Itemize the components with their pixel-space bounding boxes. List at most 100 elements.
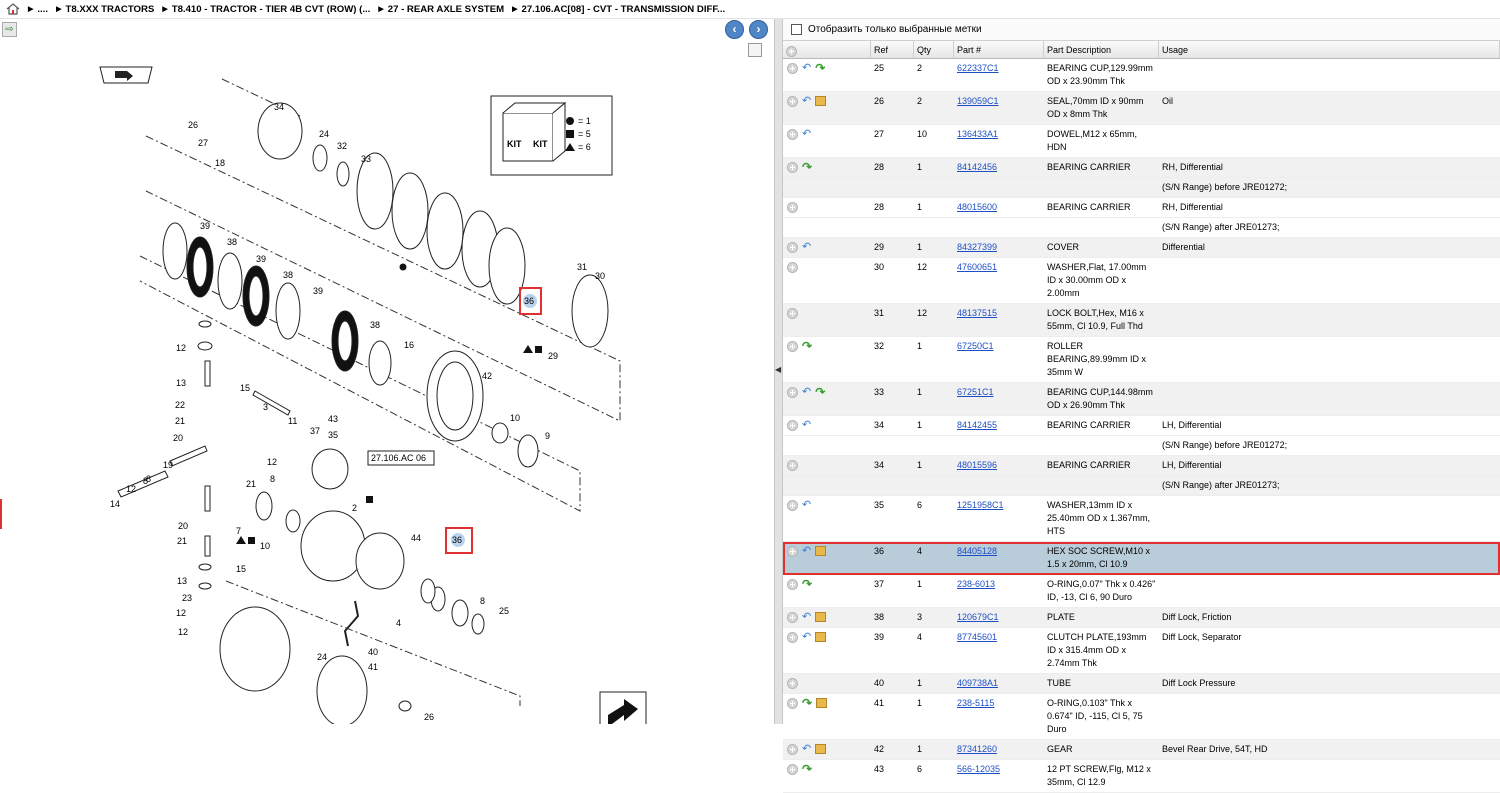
add-to-cart-icon[interactable] xyxy=(787,460,798,471)
replacement-icon[interactable]: ↶ xyxy=(802,386,812,398)
part-number-link[interactable]: 622337C1 xyxy=(957,63,999,73)
callout-15[interactable]: 15 xyxy=(240,383,250,393)
part-number-link[interactable]: 238-6013 xyxy=(957,579,996,589)
callout-20[interactable]: 20 xyxy=(173,433,183,443)
callout-16[interactable]: 16 xyxy=(404,340,414,350)
callout-26[interactable]: 26 xyxy=(424,712,434,722)
substitute-icon[interactable]: ↷ xyxy=(802,339,813,353)
part-number-link[interactable]: 48137515 xyxy=(957,308,998,318)
add-to-cart-icon[interactable] xyxy=(787,678,798,689)
callout-8[interactable]: 8 xyxy=(270,474,275,484)
callout-12[interactable]: 12 xyxy=(178,627,188,637)
header-part[interactable]: Part # xyxy=(954,41,1044,58)
callout-24[interactable]: 24 xyxy=(319,129,329,139)
substitute-icon[interactable]: ↷ xyxy=(802,160,813,174)
view-icon[interactable] xyxy=(99,66,153,84)
callout-39[interactable]: 39 xyxy=(313,286,323,296)
header-icons[interactable] xyxy=(783,41,871,58)
callout-38[interactable]: 38 xyxy=(283,270,293,280)
substitute-icon[interactable]: ↷ xyxy=(802,762,813,776)
callout-27[interactable]: 27 xyxy=(198,138,208,148)
part-number-link[interactable]: 47600651 xyxy=(957,262,998,272)
part-number-link[interactable]: 409738A1 xyxy=(957,678,999,688)
reference-box[interactable]: 27.106.AC 06 xyxy=(367,450,435,466)
callout-36-highlight-1[interactable]: 36 xyxy=(519,287,542,315)
show-selected-checkbox[interactable] xyxy=(791,24,802,35)
kit-box-icon[interactable] xyxy=(815,612,827,622)
replacement-icon[interactable]: ↶ xyxy=(802,241,812,253)
replacement-icon[interactable]: ↶ xyxy=(802,743,812,755)
breadcrumb-item-t8xxx[interactable]: ▶T8.XXX TRACTORS xyxy=(56,3,155,15)
callout-3[interactable]: 3 xyxy=(263,402,268,412)
add-to-cart-icon[interactable] xyxy=(787,579,798,590)
add-to-cart-icon[interactable] xyxy=(787,96,798,107)
callout-15[interactable]: 15 xyxy=(236,564,246,574)
part-number-link[interactable]: 87341260 xyxy=(957,744,998,754)
kit-box-icon[interactable] xyxy=(815,632,827,642)
callout-21[interactable]: 21 xyxy=(175,416,185,426)
callout-2[interactable]: 2 xyxy=(352,503,357,513)
kit-box-icon[interactable] xyxy=(816,698,828,708)
part-number-link[interactable]: 1251958C1 xyxy=(957,500,1004,510)
add-to-cart-icon[interactable] xyxy=(787,632,798,643)
callout-39[interactable]: 39 xyxy=(200,221,210,231)
callout-38[interactable]: 38 xyxy=(370,320,380,330)
substitute-icon[interactable]: ↷ xyxy=(815,385,826,399)
callout-34[interactable]: 34 xyxy=(274,102,284,112)
callout-8[interactable]: 8 xyxy=(480,596,485,606)
substitute-icon[interactable]: ↷ xyxy=(802,577,813,591)
callout-7[interactable]: 7 xyxy=(236,526,241,536)
add-to-cart-icon[interactable] xyxy=(787,387,798,398)
breadcrumb-item-diff[interactable]: ▶27.106.AC[08] - CVT - TRANSMISSION DIFF… xyxy=(512,3,726,15)
add-to-cart-icon[interactable] xyxy=(787,129,798,140)
breadcrumb-item-rear-axle[interactable]: ▶27 - REAR AXLE SYSTEM xyxy=(378,3,505,15)
part-number-link[interactable]: 120679C1 xyxy=(957,612,999,622)
callout-33[interactable]: 33 xyxy=(361,154,371,164)
add-to-cart-icon[interactable] xyxy=(787,242,798,253)
part-number-link[interactable]: 566-12035 xyxy=(957,764,1001,774)
replacement-icon[interactable]: ↶ xyxy=(802,499,812,511)
callout-42[interactable]: 42 xyxy=(482,371,492,381)
replacement-icon[interactable]: ↶ xyxy=(802,95,812,107)
replacement-icon[interactable]: ↶ xyxy=(802,611,812,623)
callout-10[interactable]: 10 xyxy=(510,413,520,423)
substitute-icon[interactable]: ↷ xyxy=(815,61,826,75)
callout-12[interactable]: 12 xyxy=(176,343,186,353)
collapse-arrow-icon[interactable]: ◀ xyxy=(775,365,782,374)
breadcrumb-item-t8410[interactable]: ▶T8.410 - TRACTOR - TIER 4B CVT (ROW) (.… xyxy=(162,3,371,15)
add-to-cart-icon[interactable] xyxy=(787,546,798,557)
callout-18[interactable]: 18 xyxy=(215,158,225,168)
add-to-cart-icon[interactable] xyxy=(787,63,798,74)
show-selected-label[interactable]: Отобразить только выбранные метки xyxy=(808,24,982,35)
add-to-cart-icon[interactable] xyxy=(787,420,798,431)
callout-22[interactable]: 22 xyxy=(175,400,185,410)
add-to-cart-icon[interactable] xyxy=(787,612,798,623)
callout-40[interactable]: 40 xyxy=(368,647,378,657)
replacement-icon[interactable]: ↶ xyxy=(802,631,812,643)
callout-11[interactable]: 11 xyxy=(288,416,297,426)
callout-37[interactable]: 37 xyxy=(310,426,320,436)
callout-13[interactable]: 13 xyxy=(177,576,187,586)
export-icon[interactable]: ⇨ xyxy=(2,22,17,37)
callout-38[interactable]: 38 xyxy=(227,237,237,247)
callout-19[interactable]: 19 xyxy=(163,460,173,470)
part-number-link[interactable]: 84142455 xyxy=(957,420,998,430)
callout-23[interactable]: 23 xyxy=(182,593,192,603)
next-view-icon[interactable] xyxy=(599,691,647,724)
callout-44[interactable]: 44 xyxy=(411,533,421,543)
